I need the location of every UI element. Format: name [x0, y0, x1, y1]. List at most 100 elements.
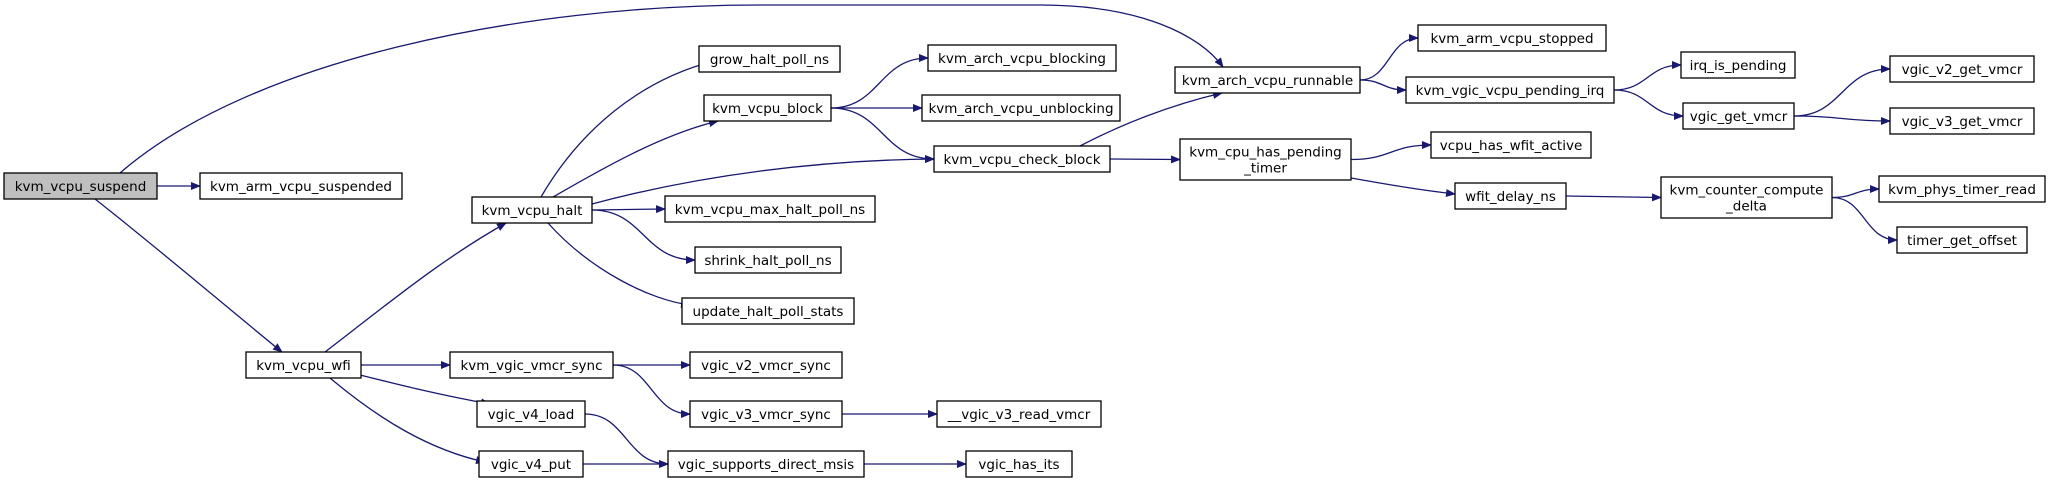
node-kvm_vcpu_halt[interactable]: kvm_vcpu_halt — [471, 196, 593, 224]
node-vgic_has_its[interactable]: vgic_has_its — [965, 450, 1073, 478]
node-shrink_halt_poll_ns[interactable]: shrink_halt_poll_ns — [694, 246, 842, 274]
node-label: timer_get_offset — [1907, 233, 2017, 249]
node-kvm_vcpu_block[interactable]: kvm_vcpu_block — [703, 94, 832, 122]
node-box — [1680, 51, 1796, 79]
node-wfit_delay_ns[interactable]: wfit_delay_ns — [1454, 182, 1567, 210]
node-kvm_vcpu_max_halt_poll_ns[interactable]: kvm_vcpu_max_halt_poll_ns — [664, 195, 876, 223]
node-irq_is_pending[interactable]: irq_is_pending — [1680, 51, 1796, 79]
node-box — [1660, 176, 1833, 219]
node-box — [471, 196, 593, 224]
node-vgic_v2_vmcr_sync[interactable]: vgic_v2_vmcr_sync — [689, 351, 843, 379]
node-box — [936, 400, 1102, 428]
node-box — [1878, 175, 2046, 203]
node-label: irq_is_pending — [1690, 58, 1787, 74]
edge-kvm_arch_vcpu_runnable-to-kvm_vgic_vcpu_pending_irq — [1359, 79, 1407, 94]
node-label: wfit_delay_ns — [1465, 189, 1556, 205]
node-label: vgic_get_vmcr — [1690, 109, 1788, 125]
node-label: kvm_counter_compute — [1670, 183, 1824, 199]
node-timer_get_offset[interactable]: timer_get_offset — [1896, 226, 2028, 254]
edge-kvm_vcpu_wfi-to-vgic_v4_load — [359, 374, 491, 407]
node-vgic_v3_vmcr_sync[interactable]: vgic_v3_vmcr_sync — [689, 400, 843, 428]
edge-kvm_vcpu_halt-to-update_halt_poll_stats — [547, 222, 691, 308]
node-label: kvm_vgic_vcpu_pending_irq — [1416, 83, 1605, 99]
node-box — [1896, 226, 2028, 254]
node-vgic_v2_get_vmcr[interactable]: vgic_v2_get_vmcr — [1889, 55, 2035, 83]
node-box — [3, 172, 158, 200]
node-box — [694, 246, 842, 274]
edge-kvm_vcpu_check_block-to-kvm_arch_vcpu_runnable — [1079, 91, 1223, 147]
node-box — [698, 45, 841, 73]
edge-kvm_vcpu_suspend-to-kvm_arch_vcpu_runnable — [119, 4, 1224, 174]
node-label: _timer — [1243, 161, 1287, 177]
node-kvm_arch_vcpu_blocking[interactable]: kvm_arch_vcpu_blocking — [927, 44, 1117, 72]
node-box — [681, 297, 855, 325]
edge-kvm_vcpu_wfi-to-vgic_v4_put — [329, 377, 486, 464]
node-label: kvm_arch_vcpu_unblocking — [928, 101, 1113, 117]
node-kvm_counter_compute_delta[interactable]: kvm_counter_compute_delta — [1660, 176, 1833, 219]
node-box — [1889, 107, 2035, 135]
node-label: kvm_cpu_has_pending — [1189, 145, 1342, 161]
node-label: kvm_vcpu_check_block — [943, 152, 1100, 168]
node-vcpu_has_wfit_active[interactable]: vcpu_has_wfit_active — [1430, 131, 1592, 159]
node-grow_halt_poll_ns[interactable]: grow_halt_poll_ns — [698, 45, 841, 73]
edge-kvm_vcpu_check_block-to-kvm_cpu_has_pending_timer — [1109, 155, 1181, 164]
node-vgic_supports_direct_msis[interactable]: vgic_supports_direct_msis — [667, 450, 865, 478]
node-kvm_vcpu_suspend[interactable]: kvm_vcpu_suspend — [3, 172, 158, 200]
node-kvm_vcpu_check_block[interactable]: kvm_vcpu_check_block — [933, 145, 1111, 173]
node-kvm_phys_timer_read[interactable]: kvm_phys_timer_read — [1878, 175, 2046, 203]
node-kvm_vcpu_wfi[interactable]: kvm_vcpu_wfi — [245, 351, 362, 379]
node-label: vgic_v3_get_vmcr — [1902, 114, 2023, 130]
node-kvm_arch_vcpu_unblocking[interactable]: kvm_arch_vcpu_unblocking — [921, 94, 1121, 122]
node-vgic_v4_load[interactable]: vgic_v4_load — [476, 400, 586, 428]
node-label: kvm_vcpu_wfi — [256, 358, 351, 374]
node-label: kvm_vcpu_block — [712, 101, 823, 117]
node-kvm_cpu_has_pending_timer[interactable]: kvm_cpu_has_pending_timer — [1179, 138, 1352, 181]
node-update_halt_poll_stats[interactable]: update_halt_poll_stats — [681, 297, 855, 325]
node-kvm_arm_vcpu_suspended[interactable]: kvm_arm_vcpu_suspended — [199, 172, 403, 200]
node-label: kvm_vcpu_max_halt_poll_ns — [675, 202, 865, 218]
node-label: kvm_arch_vcpu_runnable — [1182, 73, 1353, 89]
node-label: kvm_arm_vcpu_suspended — [210, 179, 392, 195]
edge-kvm_vcpu_halt-to-kvm_vcpu_max_halt_poll_ns — [591, 205, 666, 214]
node-label: _delta — [1725, 199, 1767, 215]
edge-kvm_vcpu_halt-to-shrink_halt_poll_ns — [591, 209, 696, 264]
node-vgic_get_vmcr[interactable]: vgic_get_vmcr — [1682, 102, 1795, 130]
node-box — [1417, 24, 1607, 52]
node-label: kvm_vgic_vmcr_sync — [460, 358, 602, 374]
node-kvm_arch_vcpu_runnable[interactable]: kvm_arch_vcpu_runnable — [1174, 66, 1361, 94]
edge-vgic_get_vmcr-to-vgic_v2_get_vmcr — [1793, 65, 1891, 117]
edge-kvm_vcpu_wfi-to-kvm_vcpu_halt — [324, 222, 507, 353]
edge-vgic_get_vmcr-to-vgic_v3_get_vmcr — [1793, 115, 1891, 125]
node-label: kvm_phys_timer_read — [1888, 182, 2036, 198]
edge-kvm_counter_compute_delta-to-timer_get_offset — [1831, 196, 1898, 244]
node-label: kvm_vcpu_halt — [482, 203, 583, 219]
node-vgic_v4_put[interactable]: vgic_v4_put — [478, 450, 584, 478]
node-label: vgic_has_its — [978, 457, 1059, 473]
node-box — [476, 400, 586, 428]
node-label: vgic_v4_load — [488, 407, 575, 423]
edge-kvm_vcpu_block-to-kvm_vcpu_check_block — [830, 107, 935, 163]
node-box — [921, 94, 1121, 122]
edge-kvm_counter_compute_delta-to-kvm_phys_timer_read — [1831, 185, 1880, 199]
node-box — [927, 44, 1117, 72]
edge-kvm_vgic_vcpu_pending_irq-to-vgic_get_vmcr — [1613, 89, 1684, 120]
node-kvm_vgic_vmcr_sync[interactable]: kvm_vgic_vmcr_sync — [449, 351, 614, 379]
node-box — [1179, 138, 1352, 181]
node-label: kvm_arch_vcpu_blocking — [938, 51, 1106, 67]
node-box — [478, 450, 584, 478]
node-box — [449, 351, 614, 379]
node-label: update_halt_poll_stats — [693, 304, 844, 320]
node-box — [199, 172, 403, 200]
node-label: vgic_v2_vmcr_sync — [701, 358, 831, 374]
node-__vgic_v3_read_vmcr[interactable]: __vgic_v3_read_vmcr — [936, 400, 1102, 428]
node-label: vgic_v3_vmcr_sync — [701, 407, 831, 423]
node-vgic_v3_get_vmcr[interactable]: vgic_v3_get_vmcr — [1889, 107, 2035, 135]
node-label: vgic_v2_get_vmcr — [1902, 62, 2023, 78]
node-kvm_arm_vcpu_stopped[interactable]: kvm_arm_vcpu_stopped — [1417, 24, 1607, 52]
edge-layer — [94, 4, 1898, 468]
node-box — [1454, 182, 1567, 210]
node-kvm_vgic_vcpu_pending_irq[interactable]: kvm_vgic_vcpu_pending_irq — [1405, 76, 1615, 104]
edge-kvm_vcpu_block-to-kvm_arch_vcpu_blocking — [830, 54, 929, 109]
edge-kvm_vcpu_halt-to-kvm_vcpu_block — [552, 119, 719, 198]
